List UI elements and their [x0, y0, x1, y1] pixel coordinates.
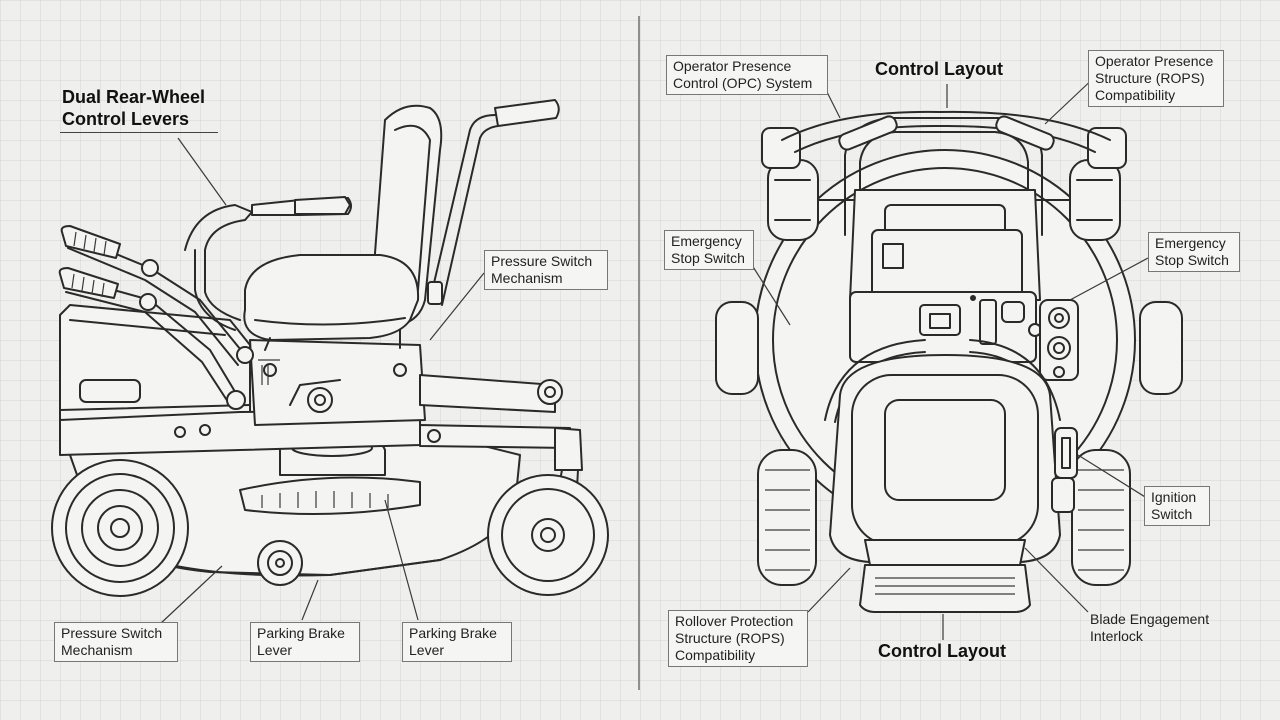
- callout-ignition: Ignition Switch: [1144, 486, 1210, 526]
- front-caster-wheel: [488, 475, 608, 595]
- deck-roller: [258, 541, 302, 585]
- caster-fork: [555, 428, 582, 470]
- panel-divider: [638, 16, 640, 690]
- callout-blade-interlock: Blade Engagement Interlock: [1090, 611, 1210, 644]
- lever-grip-rear: [295, 197, 350, 214]
- leader-estop-right: [1070, 258, 1148, 300]
- mechanism-box: [250, 340, 425, 425]
- side-view-panel: Dual Rear-Wheel Control Levers Pressure …: [0, 0, 640, 720]
- front-caster-wheels: [762, 128, 1126, 240]
- leader-pressure-bottom: [160, 566, 222, 624]
- rops-grip: [495, 100, 559, 126]
- rear-wheel: [52, 460, 188, 596]
- callout-pressure-switch-top: Pressure Switch Mechanism: [484, 250, 608, 290]
- leader-estop-left: [750, 262, 790, 325]
- leader-brake-1: [302, 580, 318, 620]
- leader-levers: [178, 138, 226, 205]
- seat-cushion: [244, 255, 418, 340]
- callout-rops-top: Operator Presence Structure (ROPS) Compa…: [1088, 50, 1224, 107]
- leader-brake-2: [385, 500, 418, 620]
- left-lap-bar-grip: [837, 114, 899, 151]
- right-lap-bar: [970, 340, 1060, 420]
- control-layout-heading-top: Control Layout: [875, 59, 1003, 79]
- callout-pressure-switch-bottom: Pressure Switch Mechanism: [54, 622, 178, 662]
- left-lap-bar: [825, 340, 925, 420]
- right-side-wheel: [1140, 302, 1182, 394]
- rear-drive-wheels: [758, 450, 1130, 585]
- callout-rops-bottom: Rollover Protection Structure (ROPS) Com…: [668, 610, 808, 667]
- callout-opc-system: Operator Presence Control (OPC) System: [666, 55, 828, 95]
- right-lap-bar-grip: [994, 114, 1056, 151]
- callout-estop-left: Emergency Stop Switch: [664, 230, 754, 270]
- deck-vent: [240, 478, 420, 515]
- callout-estop-right: Emergency Stop Switch: [1148, 232, 1240, 272]
- control-layout-heading-bottom: Control Layout: [878, 641, 1006, 661]
- leader-pressure-top: [430, 273, 484, 340]
- leader-ignition: [1078, 455, 1150, 500]
- mower-side-view-drawing: [0, 0, 640, 720]
- rear-step: [860, 565, 1030, 612]
- operator-seat: [244, 106, 441, 350]
- levers-heading-line-1: Dual Rear-Wheel: [62, 87, 206, 107]
- leader-rops-bottom: [808, 568, 850, 612]
- engine-block: [872, 230, 1022, 300]
- mower-top-view-drawing: [640, 0, 1280, 720]
- leader-blade: [1025, 548, 1088, 612]
- fuel-cap: [80, 380, 140, 402]
- operator-seat-top: [830, 355, 1060, 565]
- console-display: [920, 305, 960, 335]
- heading-underline: [60, 132, 218, 133]
- callout-parking-brake-2: Parking Brake Lever: [402, 622, 512, 662]
- side-switch-column: [1040, 300, 1078, 380]
- ignition-switch-body: [1055, 428, 1077, 478]
- control-levers: [60, 197, 351, 409]
- front-axle-beam: [420, 375, 555, 412]
- callout-parking-brake-1: Parking Brake Lever: [250, 622, 360, 662]
- levers-heading-line-2: Control Levers: [62, 109, 190, 129]
- left-side-wheel: [716, 302, 758, 394]
- top-view-panel: Operator Presence Control (OPC) System C…: [640, 0, 1280, 720]
- lever-grip-upper: [62, 226, 120, 258]
- levers-heading: Dual Rear-Wheel Control Levers: [62, 86, 205, 130]
